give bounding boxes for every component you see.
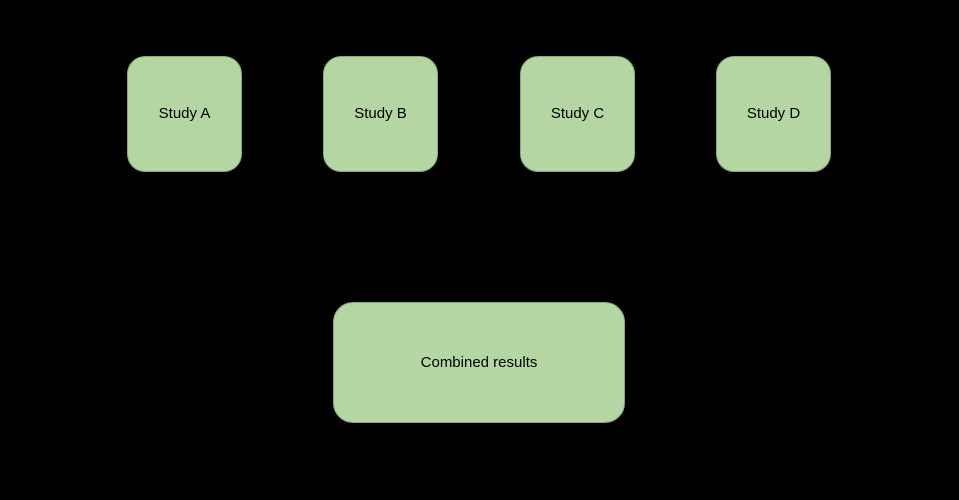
- study-d-label: Study D: [746, 105, 801, 122]
- study-b-node: Study B: [323, 56, 438, 172]
- study-b-label: Study B: [354, 105, 407, 122]
- study-a-label: Study A: [158, 105, 211, 122]
- study-c-node: Study C: [520, 56, 635, 172]
- study-d-node: Study D: [716, 56, 831, 172]
- study-c-label: Study C: [550, 105, 605, 122]
- combined-results-label: Combined results: [420, 353, 538, 371]
- study-a-node: Study A: [127, 56, 242, 172]
- combined-results-node: Combined results: [333, 302, 625, 423]
